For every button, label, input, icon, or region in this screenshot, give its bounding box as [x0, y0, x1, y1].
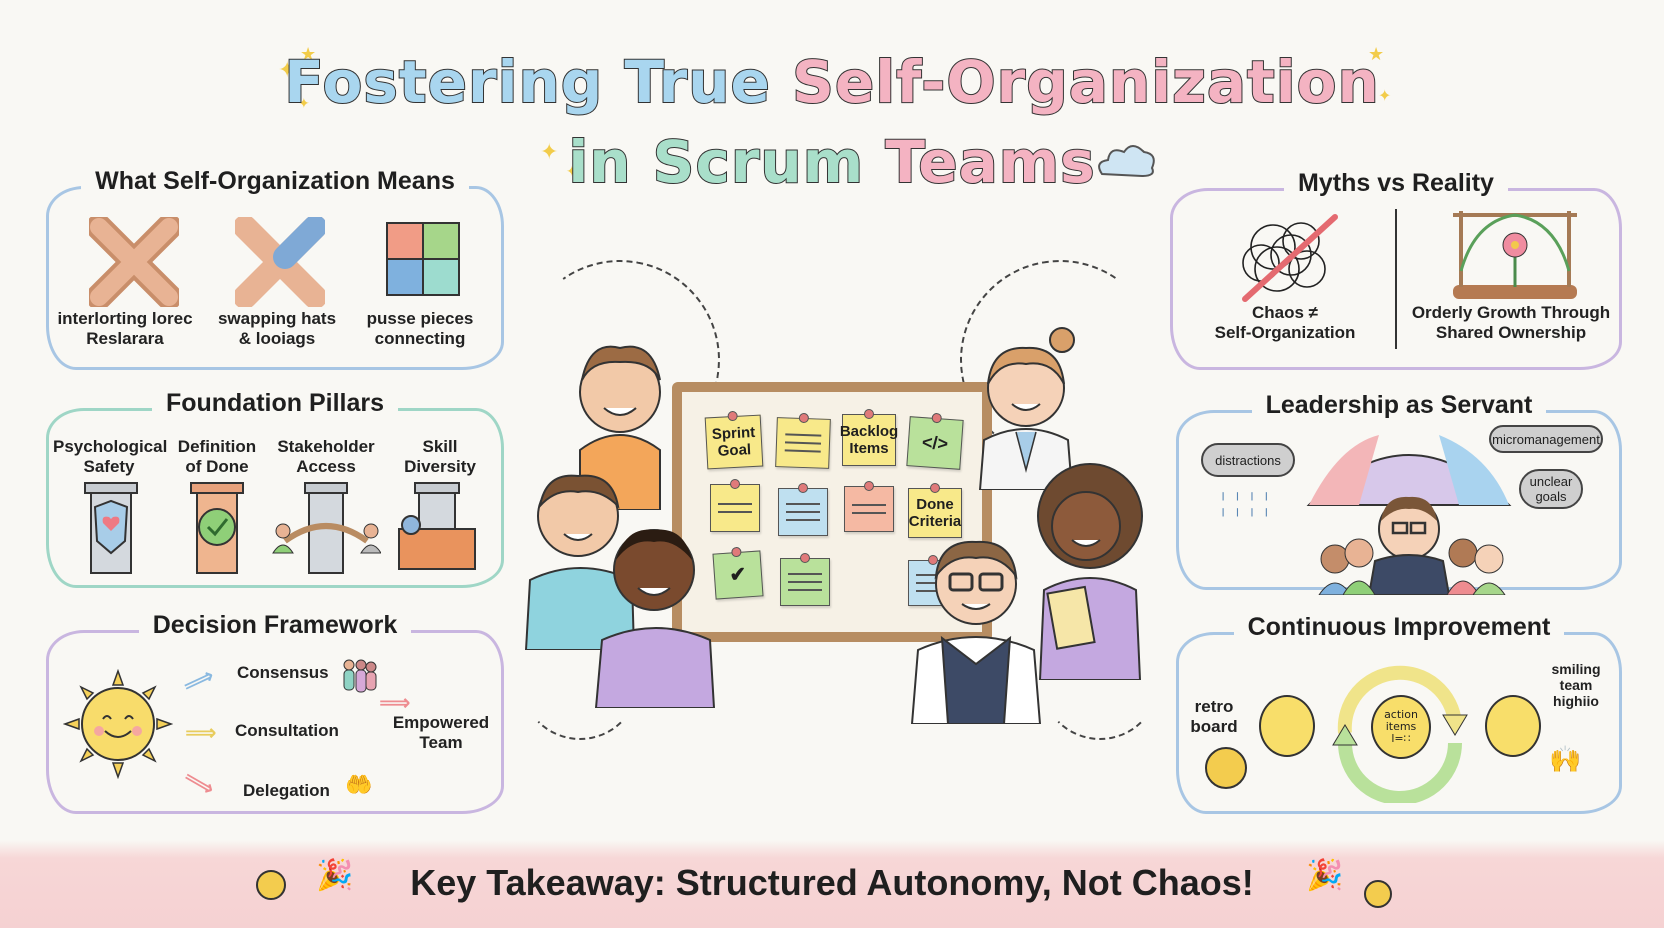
- high-five-icon: 🙌: [1549, 745, 1582, 775]
- group-people-icon: [343, 659, 377, 693]
- page-title-line2: in Scrum Teams: [567, 127, 1096, 197]
- sticky-note: [775, 412, 831, 469]
- star-icon: ★: [300, 44, 317, 65]
- smiley-face-icon: [256, 870, 286, 900]
- myth-label: Chaos ≠Self-Organization: [1214, 303, 1356, 342]
- rain-icon: ╷╷╷╷╷╷╷╷: [1219, 485, 1277, 517]
- sticky-note: ✔: [712, 546, 764, 600]
- smiley-face-icon: [1205, 747, 1247, 789]
- cloud-distractions: distractions: [1201, 443, 1295, 477]
- checkmark-badge-pillar-icon: [190, 482, 244, 574]
- meaning-item-label: swapping hats& looiags: [217, 309, 337, 348]
- puzzle-pieces-icon: [386, 222, 460, 296]
- star-icon: ★: [1368, 44, 1385, 65]
- panel-title: Leadership as Servant: [1251, 391, 1547, 419]
- panel-myths-vs-reality: Myths vs Reality Chaos ≠Self-Organizatio…: [1170, 169, 1622, 370]
- star-icon: ✦: [540, 140, 559, 165]
- option-delegation: Delegation: [243, 781, 330, 800]
- sticky-note: Backlog Items: [840, 409, 898, 466]
- smiley-face-icon: [1364, 880, 1392, 908]
- servant-leader-umbrella-icon: [1306, 435, 1512, 595]
- panel-leadership-as-servant: Leadership as Servant distractions ╷╷╷╷╷…: [1176, 391, 1622, 595]
- retro-board-bulb-icon: [1259, 695, 1315, 757]
- team-member-purple-shirt: [594, 529, 716, 708]
- sticky-note: [844, 481, 894, 532]
- option-consensus: Consensus: [237, 663, 329, 682]
- star-icon: ✦: [566, 164, 578, 180]
- key-takeaway-text: Key Takeaway: Structured Autonomy, Not C…: [410, 862, 1254, 903]
- bridge-pillar-icon: [272, 482, 381, 574]
- panel-title: Decision Framework: [138, 611, 412, 639]
- dashed-connector: [1040, 620, 1160, 740]
- team-member-white-coat: [978, 327, 1075, 490]
- trellis-flower-icon: [1453, 211, 1577, 299]
- toolbox-pillar-icon: [398, 482, 476, 570]
- sticky-note: Sprint Goal: [704, 410, 764, 470]
- arrow-icon: ⟹: [379, 691, 411, 716]
- panel-title: Myths vs Reality: [1284, 169, 1508, 197]
- arrow-icon: ⟹: [185, 721, 217, 746]
- panel-title: Continuous Improvement: [1233, 613, 1565, 641]
- sticky-note: [780, 553, 830, 606]
- party-popper-icon: 🎉: [316, 858, 354, 893]
- shield-heart-pillar-icon: [84, 482, 138, 574]
- divider: [1395, 209, 1397, 349]
- panel-title: What Self-Organization Means: [81, 167, 469, 195]
- cloud-icon: [1098, 145, 1155, 178]
- cloud-unclear-goals: unclear goals: [1519, 469, 1583, 509]
- arrow-icon: ⟹: [178, 764, 219, 803]
- party-popper-icon: 🎉: [1306, 858, 1344, 893]
- arrow-icon: ⟹: [179, 663, 219, 700]
- key-takeaway-banner: 🎉 Key Takeaway: Structured Autonomy, Not…: [0, 840, 1664, 928]
- star-icon: ✦: [1378, 86, 1392, 105]
- interlocking-hands-icon: [89, 217, 179, 307]
- team-member-teal-shirt: [524, 474, 636, 650]
- panel-self-organization-meaning: What Self-Organization Means interlortin…: [46, 167, 504, 370]
- sticky-note: [710, 479, 760, 532]
- option-consultation: Consultation: [235, 721, 339, 740]
- open-hand-icon: 🤲: [345, 773, 373, 798]
- dashed-connector: [520, 620, 640, 740]
- panel-title: Foundation Pillars: [151, 389, 399, 417]
- smiling-team-bulb-icon: [1485, 695, 1541, 757]
- team-member-curly-hair: [1037, 463, 1143, 680]
- swapping-hands-icon: [235, 217, 325, 307]
- sticky-note: Done Criteria: [908, 483, 962, 538]
- sticky-note: </>: [906, 412, 964, 470]
- smiling-sun-icon: [63, 669, 173, 779]
- cycle-arrows-icon: [1332, 665, 1468, 803]
- star-icon: ✦: [298, 96, 310, 112]
- panel-decision-framework: Decision Framework ⟹ ⟹ ⟹ Consensus Consu…: [46, 611, 504, 814]
- cloud-micromanagement: micromanagement: [1489, 425, 1603, 453]
- scrum-master-figure: [910, 540, 1042, 724]
- page-title-line1: Fostering True Self-Organization: [283, 47, 1380, 117]
- star-icon: ✦: [278, 58, 297, 83]
- sticky-note: [778, 483, 828, 536]
- tangled-scribble-crossed-icon: [1242, 214, 1338, 302]
